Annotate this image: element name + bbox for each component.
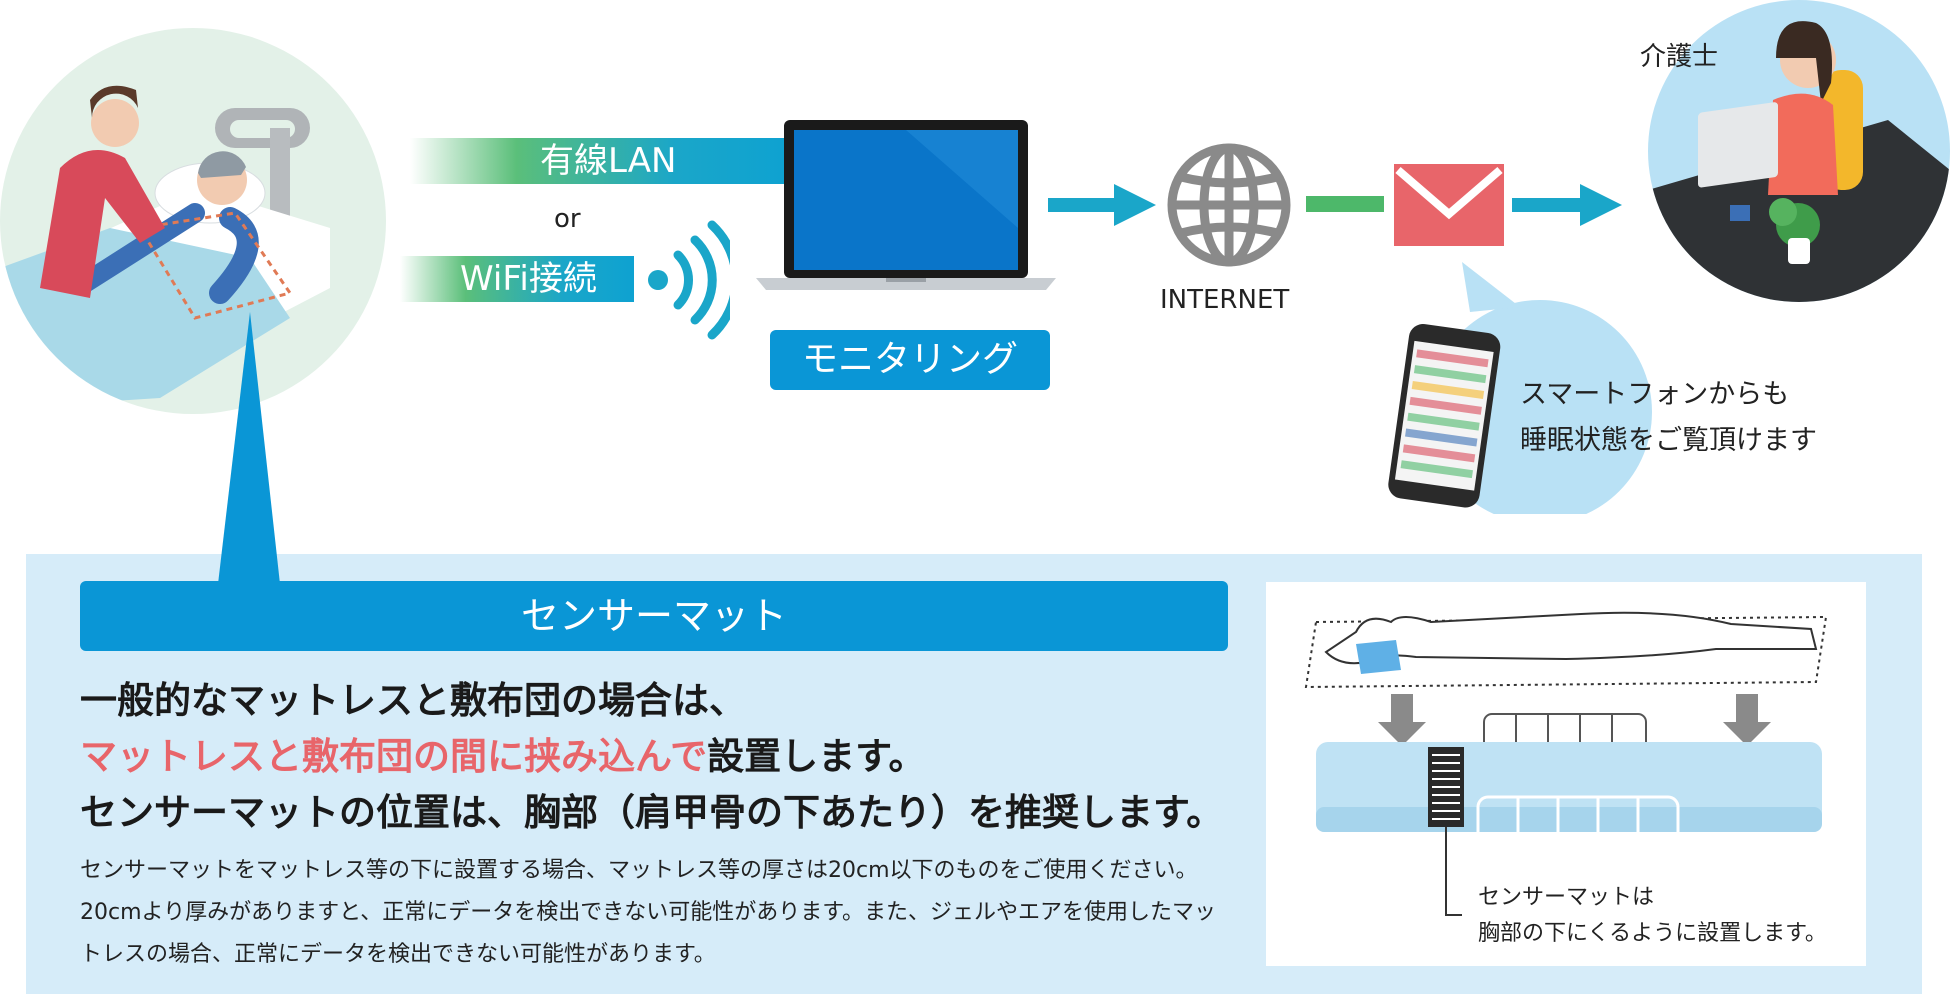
patient-bed-illustration [0,28,386,414]
sensor-note: センサーマットをマットレス等の下に設置する場合、マットレス等の厚さは20cm以下… [80,858,1217,967]
sensor-placement-figure [1266,582,1866,966]
mail-icon [1394,164,1504,246]
wired-lan-label: 有線LAN [540,141,677,181]
or-label: or [554,204,581,234]
callout-pointer [218,312,280,584]
wifi-label: WiFi接続 [460,259,597,299]
arrow-to-caretaker [1512,184,1622,226]
arrow-to-internet [1048,184,1156,226]
sensor-mat-title: センサーマット [80,581,1228,651]
caretaker-illustration [1648,0,1950,302]
sensor-line1: 一般的なマットレスと敷布団の場合は、 [80,679,746,722]
figure-caption-line1: センサーマットは [1478,885,1655,910]
smartphone-note: スマートフォンからも 睡眠状態をご覧頂けます [1520,372,1817,464]
wifi-bar [400,256,634,302]
monitoring-badge: モニタリング [770,330,1050,390]
sensor-line3: センサーマットの位置は、胸部（肩甲骨の下あたり）を推奨します。 [80,791,1224,834]
internet-globe-icon [1167,143,1291,267]
smartphone-icon [1388,324,1501,508]
smartphone-note-line1: スマートフォンからも [1520,379,1790,410]
sensor-line2-rest: 設置します。 [707,735,926,778]
internet-label: INTERNET [1160,285,1290,315]
wifi-signal-icon [648,220,730,340]
smartphone-note-line2: 睡眠状態をご覧頂けます [1520,425,1817,456]
wired-lan-bar [410,138,790,184]
caretaker-label: 介護士 [1640,42,1719,72]
figure-caption-line2: 胸部の下にくるように設置します。 [1478,921,1827,946]
sensor-line2-highlight: マットレスと敷布団の間に挟み込んで [80,735,708,778]
figure-caption: センサーマットは 胸部の下にくるように設置します。 [1478,880,1827,952]
sensor-line2: マットレスと敷布団の間に挟み込んで設置します。 [80,726,925,780]
laptop-icon [756,120,1056,290]
connector-line [1306,196,1384,212]
